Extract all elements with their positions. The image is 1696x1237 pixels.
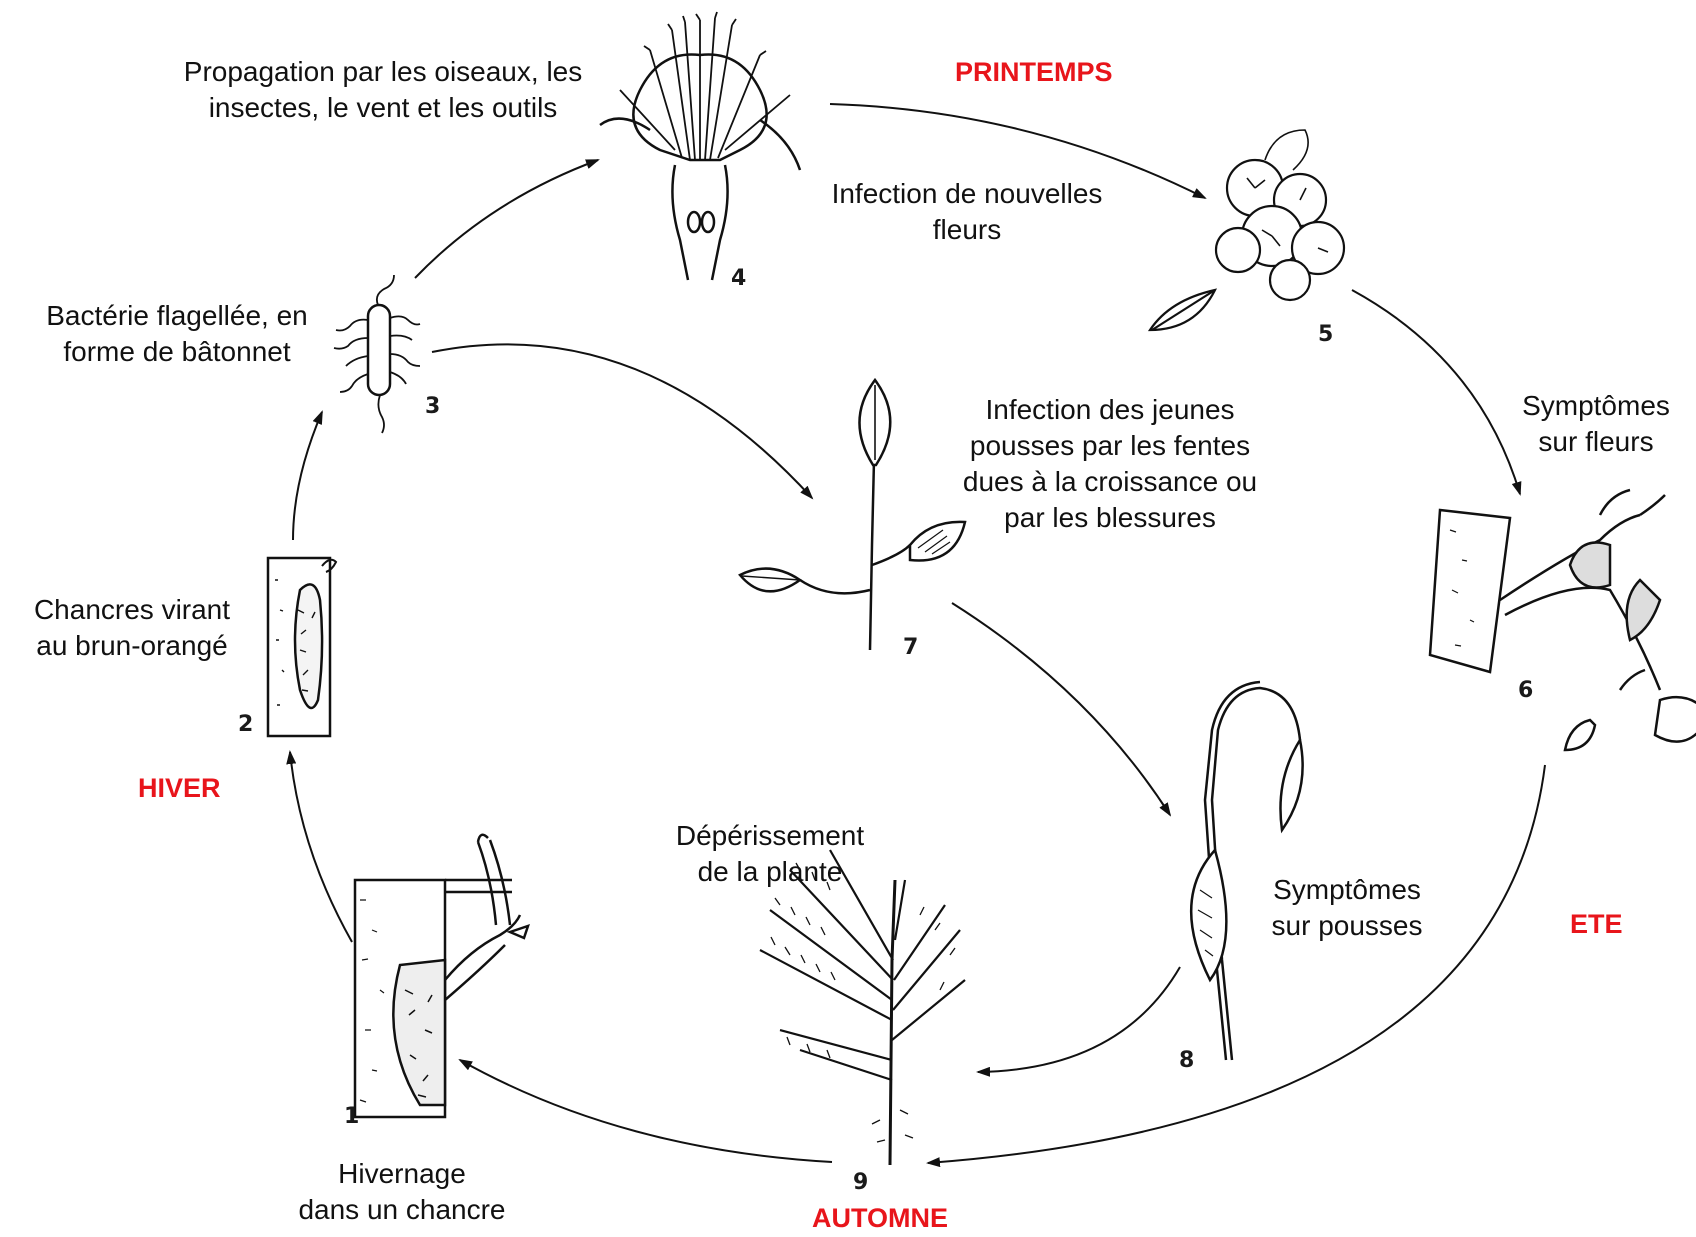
flagellated-bacterium-icon (334, 275, 420, 433)
arrow-8-to-9 (978, 967, 1180, 1072)
season-label-autumn: AUTOMNE (812, 1200, 948, 1236)
flower-cross-section-icon (600, 12, 800, 280)
arrow-9-to-1 (460, 1060, 832, 1162)
season-label-winter: HIVER (138, 770, 221, 806)
arrow-3-to-7 (432, 344, 812, 498)
arrow-7-to-8 (952, 603, 1170, 815)
stage-number-7: 7 (903, 635, 918, 660)
arrow-6-to-9 (928, 765, 1545, 1163)
arrow-2-to-3 (293, 412, 322, 540)
stage-1-description: Hivernage dans un chancre (282, 1156, 522, 1228)
annotation-shoot-infection: Infection des jeunes pousses par les fen… (930, 392, 1290, 536)
arrow-1-to-2 (290, 752, 352, 942)
annotation-new-flowers: Infection de nouvelles fleurs (808, 176, 1126, 248)
stage-number-2: 2 (238, 712, 253, 737)
season-label-summer: ETE (1570, 906, 1623, 942)
annotation-flower-symptoms: Symptômes sur fleurs (1500, 388, 1692, 460)
annotation-dieback: Dépérissement de la plante (648, 818, 892, 890)
blighted-flower-branch-icon (1430, 490, 1696, 750)
arrow-5-to-6 (1352, 290, 1520, 494)
cycle-arrows (290, 104, 1545, 1163)
wilted-shoot-icon (1191, 682, 1302, 1060)
arrow-3-to-4 (415, 160, 598, 278)
stage-number-5: 5 (1318, 322, 1333, 347)
stage-number-8: 8 (1179, 1048, 1194, 1073)
bark-canker-branch-icon (355, 835, 528, 1117)
stage-number-1: 1 (344, 1104, 359, 1129)
season-label-spring: PRINTEMPS (955, 54, 1113, 90)
stage-3-description: Bactérie flagellée, en forme de bâtonnet (12, 298, 342, 370)
stage-number-6: 6 (1518, 678, 1533, 703)
stage-2-description: Chancres virant au brun-orangé (12, 592, 252, 664)
bark-canker-icon (268, 558, 336, 736)
stage-number-9: 9 (853, 1170, 868, 1195)
annotation-shoot-symptoms: Symptômes sur pousses (1248, 872, 1446, 944)
flower-cluster-icon (1150, 130, 1344, 330)
stage-number-4: 4 (731, 266, 746, 291)
stage-4-description: Propagation par les oiseaux, les insecte… (148, 54, 618, 126)
stage-number-3: 3 (425, 394, 440, 419)
dead-plant-icon (760, 850, 965, 1165)
